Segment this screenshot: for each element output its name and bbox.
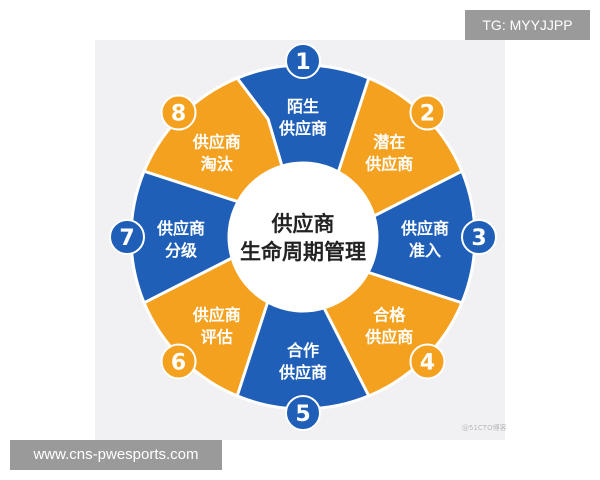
stage-number-badge bbox=[461, 219, 497, 255]
stage-number-badge bbox=[409, 343, 446, 380]
stage-label: 供应商 bbox=[364, 155, 413, 174]
stage-number: 2 bbox=[420, 102, 435, 127]
watermark: @51CTO博客 bbox=[462, 424, 507, 432]
center-title: 生命周期管理 bbox=[240, 240, 366, 264]
stage-label: 合作 bbox=[287, 341, 319, 360]
stage-number-badge bbox=[109, 219, 145, 255]
stage-number-badge bbox=[285, 43, 321, 79]
center-circle bbox=[229, 163, 377, 311]
stage-number-badge bbox=[409, 94, 446, 131]
stage-number-badge bbox=[160, 343, 197, 380]
stage-label: 供应商 bbox=[192, 133, 241, 152]
stage-label: 供应商 bbox=[364, 327, 413, 346]
stage-label: 供应商 bbox=[400, 219, 449, 238]
center-title: 供应商 bbox=[271, 212, 335, 236]
stage-label: 陌生 bbox=[287, 97, 319, 116]
stage-label: 准入 bbox=[409, 241, 441, 260]
stage-label: 评估 bbox=[201, 327, 233, 346]
stage-label: 供应商 bbox=[156, 219, 205, 238]
url-label: www.cns-pwesports.com bbox=[10, 440, 222, 470]
stage-label: 分级 bbox=[165, 241, 198, 260]
stage-label: 合格 bbox=[373, 305, 406, 324]
stage-number: 4 bbox=[420, 350, 435, 375]
stage-number: 6 bbox=[171, 350, 186, 375]
stage-number: 3 bbox=[471, 226, 486, 251]
stage-number: 7 bbox=[119, 226, 134, 251]
stage-number: 1 bbox=[295, 50, 310, 75]
stage-label: 供应商 bbox=[192, 305, 241, 324]
stage-number: 8 bbox=[171, 102, 186, 127]
tag-label: TG: MYYJJPP bbox=[465, 10, 590, 40]
stage-label: 潜在 bbox=[373, 133, 405, 152]
stage-number: 5 bbox=[295, 402, 310, 427]
stage-number-badge bbox=[285, 395, 321, 431]
stage-label: 供应商 bbox=[278, 119, 327, 138]
stage-label: 淘汰 bbox=[201, 155, 234, 174]
stage-number-badge bbox=[160, 94, 197, 131]
stage-label: 供应商 bbox=[278, 363, 327, 382]
